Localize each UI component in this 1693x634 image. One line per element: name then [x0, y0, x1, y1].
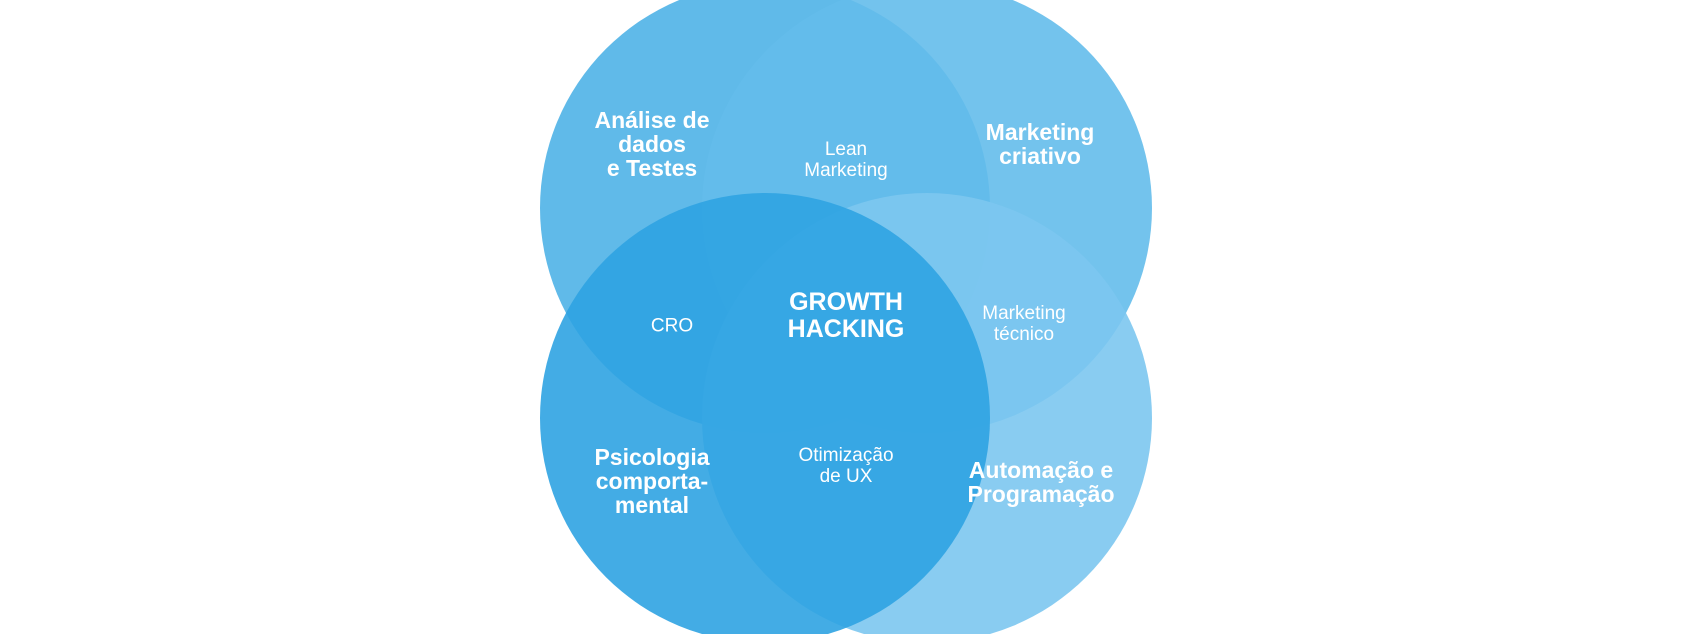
set-label-analise-de-dados: Análise de dados e Testes	[594, 107, 710, 181]
circle-psicologia-comportamental	[540, 193, 990, 634]
set-label-psicologia-comportamental: Psicologia comporta- mental	[594, 444, 710, 518]
intersection-label-lean-marketing: Lean Marketing	[804, 139, 888, 181]
intersection-label-cro: CRO	[650, 315, 694, 337]
center-label-growth-hacking: GROWTH HACKING	[787, 288, 905, 343]
set-label-marketing-criativo: Marketing criativo	[985, 119, 1095, 169]
intersection-label-marketing-tecnico: Marketing técnico	[982, 303, 1066, 345]
set-label-automacao-programacao: Automação e Programação	[967, 457, 1115, 507]
intersection-label-otimizacao-ux: Otimização de UX	[798, 445, 894, 487]
